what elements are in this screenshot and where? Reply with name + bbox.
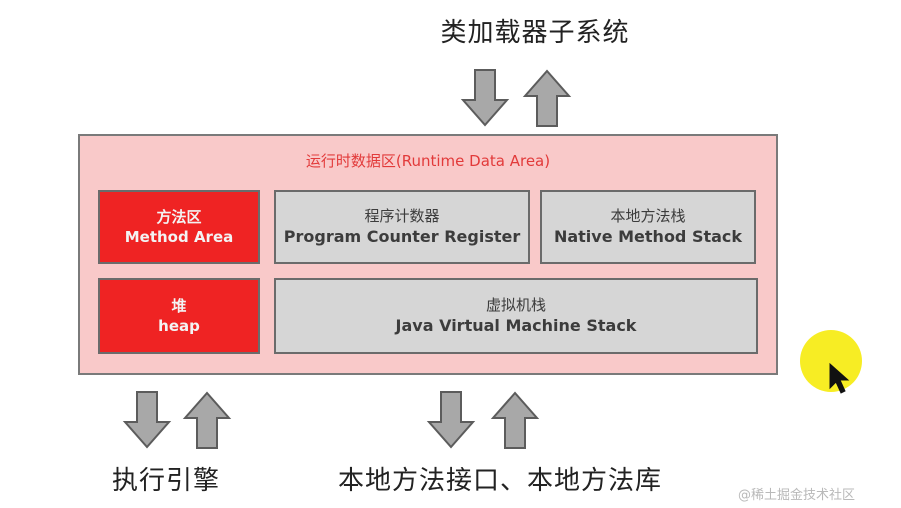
method-area-box: 方法区 Method Area [98,190,260,264]
mouse-pointer-icon [829,362,850,394]
native-interface-library-label: 本地方法接口、本地方法库 [338,466,663,496]
arrow-up-icon [490,391,540,449]
arrow-down-icon [122,391,172,449]
jvm-stack-cn: 虚拟机栈 [485,296,546,315]
native-method-stack-cn: 本地方法栈 [610,207,686,226]
native-method-stack-en: Native Method Stack [553,227,743,247]
execution-engine-label: 执行引擎 [112,466,221,496]
runtime-data-area-title: 运行时数据区(Runtime Data Area) [305,152,551,170]
class-loader-subsystem-label: 类加载器子系统 [440,18,630,48]
jvm-stack-en: Java Virtual Machine Stack [395,316,637,336]
watermark: @稀土掘金技术社区 [738,488,856,503]
arrow-down-icon [460,69,510,127]
arrow-down-icon [426,391,476,449]
native-method-stack-box: 本地方法栈 Native Method Stack [540,190,756,264]
method-area-en: Method Area [124,228,234,246]
arrow-up-icon [522,69,572,127]
heap-box: 堆 heap [98,278,260,354]
pc-register-en: Program Counter Register [283,227,521,247]
pc-register-cn: 程序计数器 [364,207,440,226]
jvm-stack-box: 虚拟机栈 Java Virtual Machine Stack [274,278,758,354]
method-area-cn: 方法区 [156,207,202,226]
heap-en: heap [158,317,200,335]
heap-cn: 堆 [171,296,187,315]
arrow-up-icon [182,391,232,449]
runtime-data-area: 运行时数据区(Runtime Data Area) 方法区 Method Are… [78,134,778,375]
pc-register-box: 程序计数器 Program Counter Register [274,190,530,264]
